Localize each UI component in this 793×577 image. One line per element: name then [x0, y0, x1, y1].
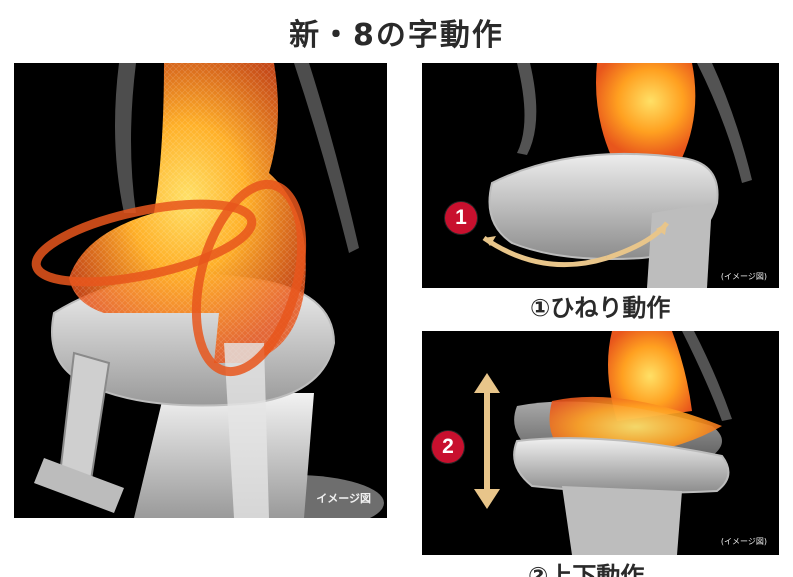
- figure-8-motion-illustration: [14, 63, 387, 518]
- twist-motion-illustration: [422, 63, 779, 288]
- arm-right: [697, 63, 752, 183]
- machine-column: [134, 393, 314, 518]
- step-badge-1: 1: [445, 202, 477, 234]
- arm: [517, 63, 536, 155]
- twist-motion-panel: 1 (イメージ図): [422, 63, 779, 288]
- image-note-label: イメージ図: [316, 490, 371, 506]
- step-badge-2: 2: [432, 431, 464, 463]
- twist-motion-caption: ①ひねり動作: [530, 288, 670, 323]
- main-illustration-panel: イメージ図: [14, 63, 387, 518]
- lift-motion-illustration: [422, 331, 779, 555]
- machine-column: [647, 203, 712, 288]
- image-note-label: (イメージ図): [721, 271, 767, 282]
- torso-heat-zone: [596, 63, 695, 158]
- lift-motion-caption: ②上下動作: [528, 556, 644, 577]
- left-arm: [115, 63, 136, 213]
- lift-motion-panel: 2 (イメージ図): [422, 331, 779, 555]
- page-title: 新・8の字動作: [0, 10, 793, 54]
- arrow-up: [474, 373, 500, 393]
- image-note-label: (イメージ図): [721, 536, 767, 547]
- machine-column: [562, 486, 682, 555]
- arrow-down: [474, 489, 500, 509]
